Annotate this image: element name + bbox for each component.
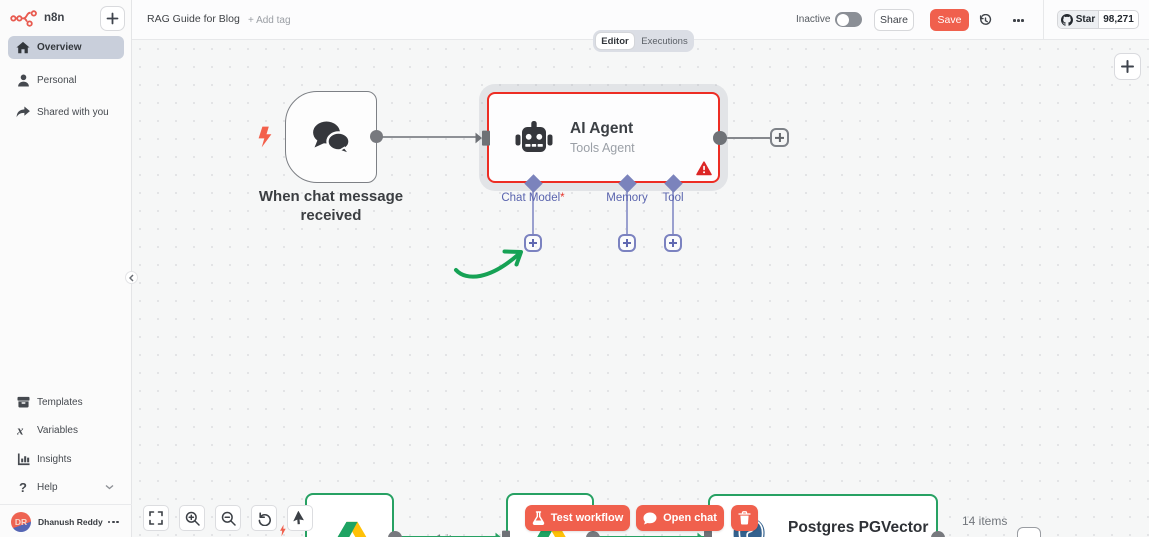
- svg-text:x: x: [17, 424, 24, 436]
